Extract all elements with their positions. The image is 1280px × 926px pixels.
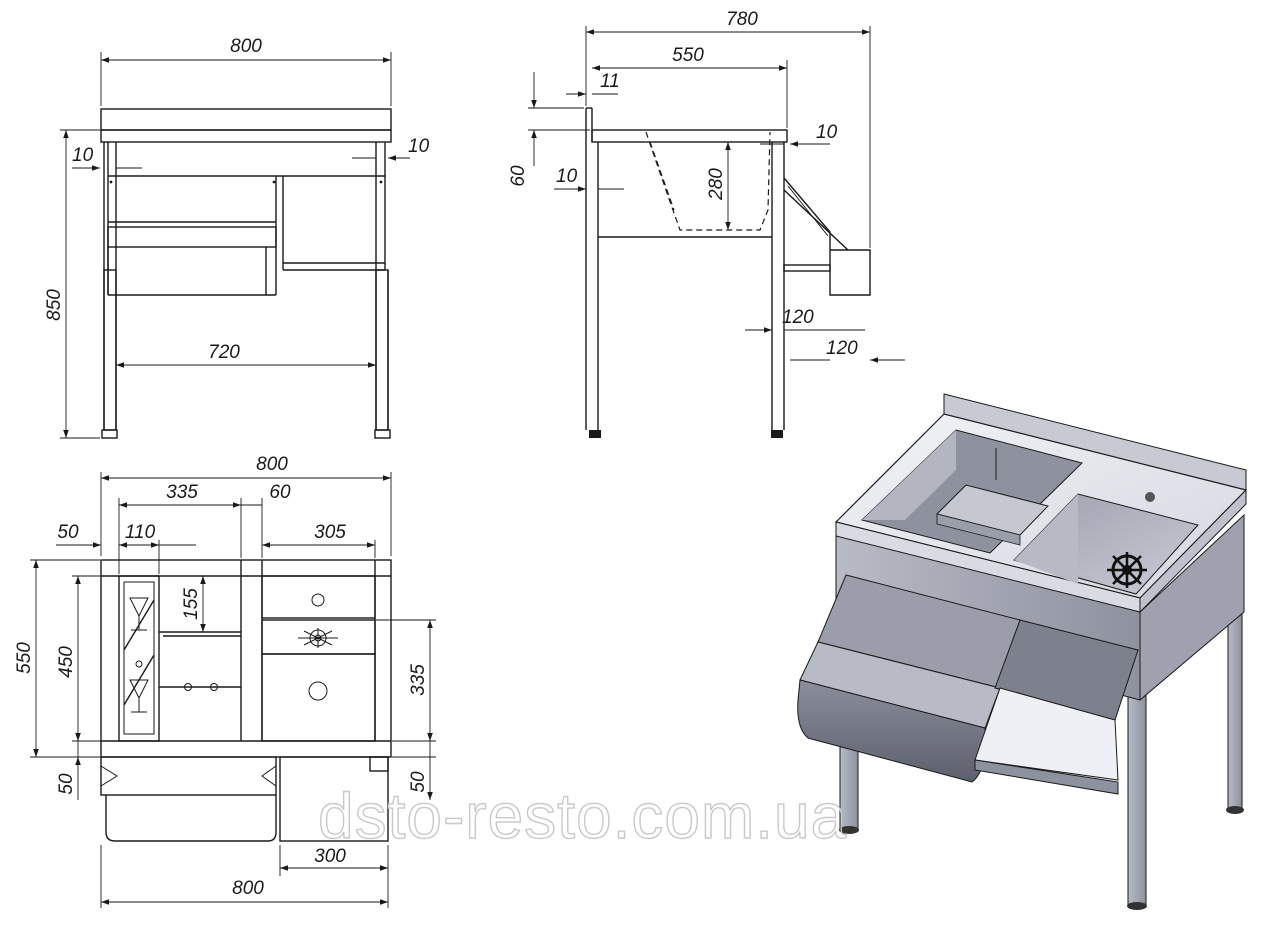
plan-gap-label: 60	[269, 482, 291, 503]
side-bowl-depth-label: 280	[706, 168, 727, 201]
plan-lower-left-label: 50	[56, 773, 77, 795]
plan-view: 800 335 60 305 50 110 155 550 450 335	[14, 454, 436, 908]
plan-right-block-label: 305	[314, 522, 346, 543]
side-edge-label: 10	[816, 122, 838, 143]
plan-lower-right-label: 50	[408, 771, 429, 793]
front-width-label: 800	[230, 36, 262, 57]
side-depth-total-label: 780	[726, 9, 758, 30]
front-edge-right-label: 10	[408, 136, 430, 157]
side-height-60-label: 60	[508, 165, 529, 187]
front-view: 800 850 720 10 10	[44, 36, 430, 439]
side-shelf-a-label: 120	[782, 307, 814, 328]
rinser-wheel-icon	[1107, 552, 1147, 588]
plan-depth-label: 550	[14, 642, 35, 674]
plan-margin-label: 50	[57, 522, 79, 543]
plan-shelf-label: 300	[314, 846, 346, 867]
plan-inner-depth-label: 450	[56, 646, 77, 678]
plan-bottle-rack-label: 110	[125, 522, 156, 543]
watermark-text: dsto-resto.com.ua	[318, 780, 847, 852]
plan-width-bottom-label: 800	[232, 878, 264, 899]
plan-right-depth-label: 335	[408, 664, 429, 696]
plan-left-block-label: 335	[166, 482, 198, 503]
side-view: 780 550 11 60 10 10 280 120 120	[508, 9, 905, 438]
front-inner-width-label: 720	[208, 342, 240, 363]
front-height-label: 850	[44, 289, 65, 321]
side-backsplash-label: 11	[600, 71, 620, 92]
rinser-wheel-icon	[298, 628, 338, 648]
plan-width-top-label: 800	[256, 454, 288, 475]
side-depth-top-label: 550	[672, 45, 704, 66]
front-edge-left-label: 10	[72, 145, 94, 166]
side-shelf-b-label: 120	[826, 338, 858, 359]
plan-divider-label: 155	[181, 588, 202, 620]
side-wall-label: 10	[556, 166, 578, 187]
isometric-view	[797, 393, 1248, 910]
